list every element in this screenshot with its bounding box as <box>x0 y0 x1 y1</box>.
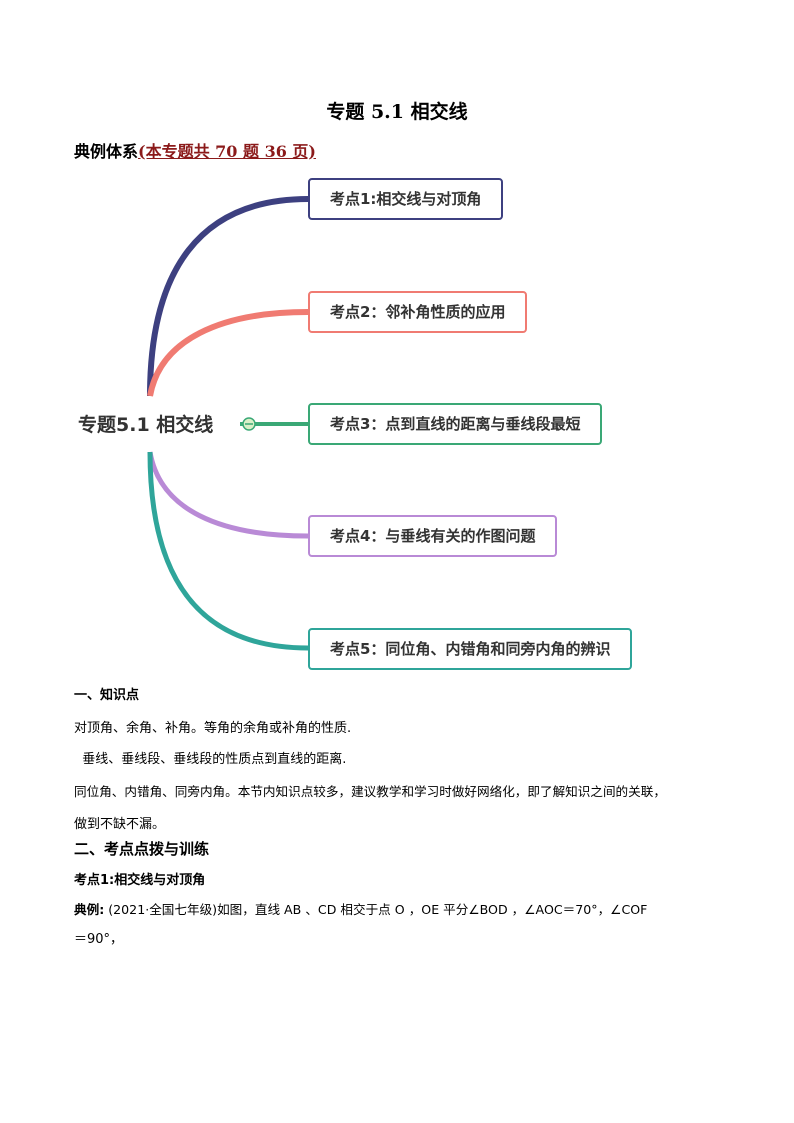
example-label: 典例: <box>74 902 105 917</box>
connector-1 <box>147 196 309 397</box>
system-label: 典例体系 <box>74 142 139 161</box>
section2-subheading: 考点1:相交线与对顶角 <box>74 873 206 888</box>
mindmap-node-3[interactable]: 考点3：点到直线的距离与垂线段最短 <box>308 403 603 445</box>
mindmap-node-1[interactable]: 考点1:相交线与对顶角 <box>308 178 504 220</box>
example-line-2: ＝90°， <box>74 932 124 947</box>
example-line: 典例: (2021·全国七年级)如图，直线 AB 、CD 相交于点 O ，OE … <box>74 899 647 918</box>
section1-line: 做到不缺不漏。 <box>74 817 166 832</box>
system-heading: 典例体系(本专题共 70 题 36 页) <box>74 138 316 162</box>
connector-5 <box>147 451 309 651</box>
connector-4 <box>147 451 309 539</box>
mindmap-node-4[interactable]: 考点4：与垂线有关的作图问题 <box>308 515 558 557</box>
mindmap-connectors <box>147 196 309 651</box>
page-title: 专题 5.1 相交线 <box>326 101 468 123</box>
section1-line: 对顶角、余角、补角。等角的余角或补角的性质. <box>74 721 352 736</box>
example-text: (2021·全国七年级)如图，直线 AB 、CD 相交于点 O ，OE 平分∠B… <box>104 902 648 917</box>
system-link[interactable]: (本专题共 70 题 36 页) <box>138 142 316 161</box>
mindmap-root: 专题5.1 相交线 <box>78 414 214 436</box>
section2-heading: 二、考点点拨与训练 <box>74 840 210 858</box>
section1-heading: 一、知识点 <box>74 688 140 703</box>
connector-2 <box>147 309 309 397</box>
mindmap-node-2[interactable]: 考点2：邻补角性质的应用 <box>308 291 528 333</box>
section1-line: 垂线、垂线段、垂线段的性质点到直线的距离. <box>74 752 347 767</box>
section1-line: 同位角、内错角、同旁内角。本节内知识点较多，建议教学和学习时做好网络化，即了解知… <box>74 784 666 799</box>
mindmap-node-5[interactable]: 考点5：同位角、内错角和同旁内角的辨识 <box>308 628 633 670</box>
